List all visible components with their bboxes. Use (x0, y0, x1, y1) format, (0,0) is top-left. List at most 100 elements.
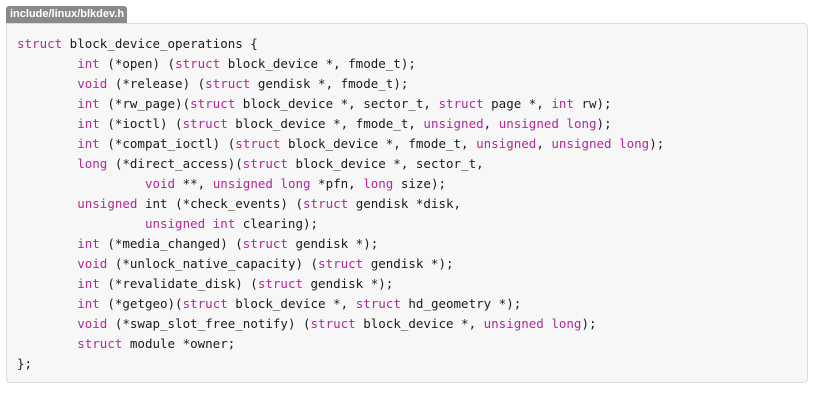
code-text: (*open) ( (99, 56, 176, 71)
code-keyword: struct (242, 236, 288, 251)
code-line: int (*media_changed) (struct gendisk *); (17, 234, 807, 254)
code-keyword: int (551, 96, 574, 111)
code-text: (*ioctl) ( (99, 116, 183, 131)
code-text: size); (393, 176, 447, 191)
code-keyword: int (77, 276, 100, 291)
code-keyword: int (77, 96, 100, 111)
code-text: gendisk *disk, (348, 196, 462, 211)
code-text: module *owner; (122, 336, 236, 351)
code-text (17, 256, 77, 271)
code-text: (*rw_page)( (99, 96, 191, 111)
code-text: gendisk *); (303, 276, 394, 291)
code-keyword: unsigned (476, 136, 537, 151)
code-text: (*unlock_native_capacity) ( (107, 256, 319, 271)
code-keyword: void (144, 176, 176, 191)
code-text: *pfn, (310, 176, 364, 191)
code-text: ); (581, 316, 597, 331)
code-keyword: struct (77, 336, 123, 351)
code-text: (*swap_slot_free_notify) ( (107, 316, 311, 331)
code-line: void (*swap_slot_free_notify) (struct bl… (17, 314, 807, 334)
code-keyword: long (363, 176, 394, 191)
code-keyword: void (77, 76, 108, 91)
code-text: (*getgeo)( (99, 296, 183, 311)
code-text: block_device *, sector_t, (235, 96, 439, 111)
code-keyword: struct (318, 256, 364, 271)
code-keyword: unsigned long (498, 116, 597, 131)
code-keyword: unsigned (77, 196, 138, 211)
code-text (17, 56, 77, 71)
code-text: , (483, 116, 499, 131)
code-keyword: unsigned long (483, 316, 582, 331)
code-text: gendisk *); (363, 256, 454, 271)
file-name-tab: include/linux/blkdev.h (6, 6, 128, 23)
code-line: void (*unlock_native_capacity) (struct g… (17, 254, 807, 274)
code-text: block_device_operations { (62, 36, 258, 51)
code-text: block_device *, fmode_t, (227, 116, 424, 131)
code-keyword: int (77, 236, 100, 251)
code-text: (*direct_access)( (107, 156, 243, 171)
code-text (17, 176, 145, 191)
code-keyword: struct (182, 116, 228, 131)
code-text (17, 76, 77, 91)
code-text (17, 336, 77, 351)
code-line: struct module *owner; (17, 334, 807, 354)
code-text: gendisk *, fmode_t); (250, 76, 409, 91)
code-keyword: void (77, 256, 108, 271)
code-text: block_device *, (355, 316, 484, 331)
code-line: int (*getgeo)(struct block_device *, str… (17, 294, 807, 314)
code-keyword: int (77, 296, 100, 311)
code-line: struct block_device_operations { (17, 34, 807, 54)
code-keyword: long (77, 156, 108, 171)
code-line: int (*rw_page)( struct block_device *, se… (17, 94, 807, 114)
code-keyword: struct (242, 156, 288, 171)
code-keyword: struct (355, 296, 401, 311)
code-keyword: struct (235, 136, 281, 151)
code-text: page *, (483, 96, 552, 111)
code-block: struct block_device_operations { int (*o… (6, 23, 808, 383)
code-line: long (*direct_access)(struct block_devic… (17, 154, 807, 174)
code-line: int (*compat_ioctl) (struct block_device… (17, 134, 807, 154)
code-keyword: struct (257, 276, 303, 291)
code-text: gendisk *); (287, 236, 379, 251)
code-keyword: struct (182, 296, 228, 311)
code-text: , (536, 136, 552, 151)
code-text: clearing); (235, 216, 319, 231)
code-text (17, 156, 77, 171)
code-content: struct block_device_operations { int (*o… (7, 24, 807, 374)
code-text (17, 216, 145, 231)
code-text (17, 316, 77, 331)
code-text (17, 236, 77, 251)
code-keyword: struct (303, 196, 349, 211)
code-keyword: unsigned long (551, 136, 650, 151)
code-text: }; (17, 356, 33, 371)
code-text: (*compat_ioctl) ( (99, 136, 236, 151)
code-keyword: struct (438, 96, 484, 111)
code-text: block_device *, (227, 296, 356, 311)
code-keyword: int (77, 136, 100, 151)
code-keyword: int (77, 56, 100, 71)
code-line: unsigned int clearing); (17, 214, 807, 234)
code-line: int (*revalidate_disk) (struct gendisk *… (17, 274, 807, 294)
code-keyword: unsigned int (144, 216, 236, 231)
code-text: block_device *, fmode_t); (220, 56, 416, 71)
code-text: int (*check_events) ( (137, 196, 304, 211)
code-text (17, 96, 77, 111)
code-line: void **, unsigned long *pfn, long size); (17, 174, 807, 194)
code-text (17, 136, 77, 151)
code-keyword: void (77, 316, 108, 331)
code-text (17, 116, 77, 131)
code-text: block_device *, fmode_t, (280, 136, 477, 151)
code-line: unsigned int (*check_events) (struct gen… (17, 194, 807, 214)
code-keyword: struct (310, 316, 356, 331)
code-line: void (*release) (struct gendisk *, fmode… (17, 74, 807, 94)
code-keyword: unsigned (423, 116, 484, 131)
code-keyword: unsigned long (212, 176, 311, 191)
code-text (17, 296, 77, 311)
code-text: ); (649, 136, 665, 151)
code-line: int (*ioctl) (struct block_device *, fmo… (17, 114, 807, 134)
code-text: **, (175, 176, 213, 191)
code-text (17, 276, 77, 291)
code-text (17, 196, 77, 211)
code-text: rw); (573, 96, 612, 111)
